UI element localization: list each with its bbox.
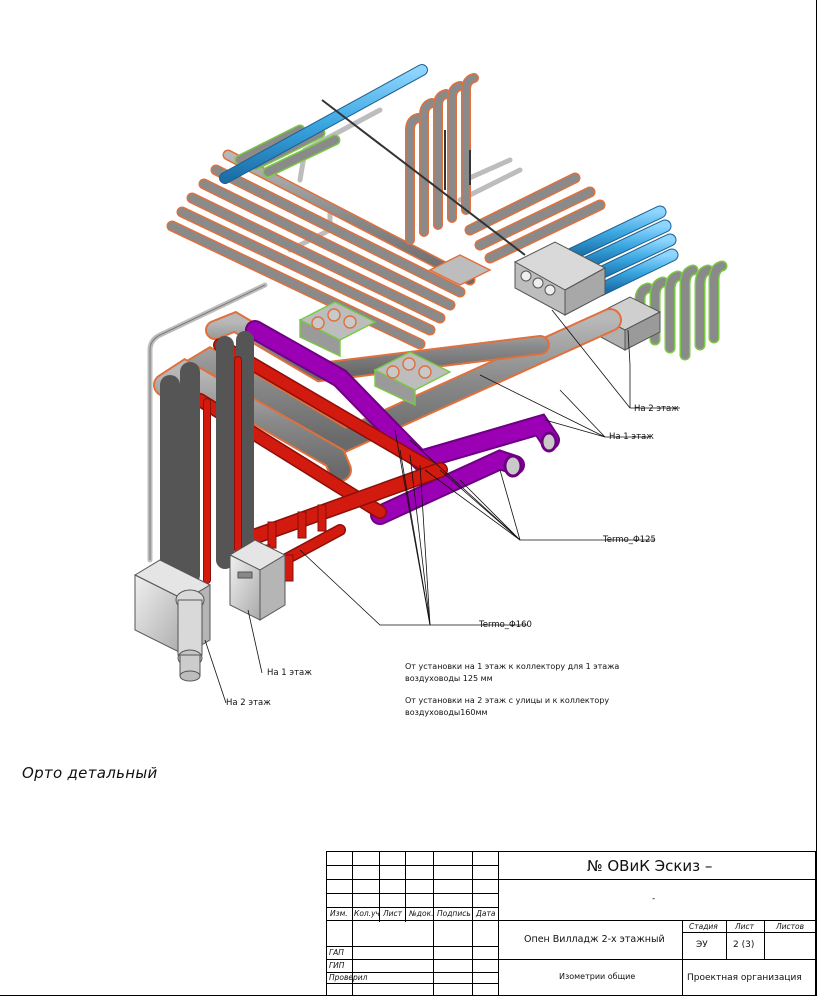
grid-line — [327, 983, 498, 984]
title-block: Изм. Кол.уч Лист №док. Подпись Дата ГАП … — [326, 851, 816, 996]
grid-line — [498, 920, 816, 921]
grid-line — [327, 865, 498, 866]
grid-line — [352, 852, 353, 995]
frame-right-border — [816, 0, 817, 996]
grid-line — [726, 920, 727, 959]
stage-value: ЭУ — [696, 940, 708, 950]
grid-line — [327, 959, 498, 960]
upper-duct-field — [166, 124, 476, 350]
label-na2-bottom: На 2 этаж — [226, 698, 271, 708]
sheet-value: 2 (3) — [733, 940, 755, 950]
doc-code: № ОВиК Эскиз – — [587, 857, 713, 875]
project-name: Опен Вилладж 2-х этажный — [524, 934, 665, 945]
header-koluch: Кол.уч — [354, 909, 380, 918]
grid-line — [327, 893, 498, 894]
vertical-risers — [160, 331, 254, 590]
isometric-ventilation-drawing — [133, 64, 728, 704]
sheets-label: Листов — [776, 922, 805, 931]
header-podpis: Подпись — [437, 909, 471, 918]
grid-line — [327, 920, 498, 921]
label-termo125: Termo_Φ125 — [603, 535, 656, 545]
grid-line — [472, 852, 473, 995]
label-na1-bottom: На 1 этаж — [267, 668, 312, 678]
ventilation-unit-upper — [228, 539, 287, 621]
note-line: От установки на 2 этаж с улицы и к колле… — [405, 696, 610, 705]
purple-duct-outlet — [540, 431, 558, 453]
doc-subtitle: - — [652, 894, 656, 904]
note-line: воздуховоды 125 мм — [405, 674, 493, 683]
right-vertical-duct-bank — [634, 260, 728, 361]
purple-duct-outlet — [503, 454, 523, 478]
note-ducts-125: От установки на 1 этаж к коллектору для … — [405, 661, 619, 685]
grid-line — [327, 907, 498, 908]
collector-boxes-center — [298, 254, 492, 407]
header-izm: Изм. — [330, 909, 348, 918]
view-title: Орто детальный — [22, 764, 158, 782]
ventilation-unit-lower — [133, 559, 212, 682]
label-termo160: Termo_Φ160 — [479, 620, 532, 630]
grid-line — [764, 920, 765, 959]
grid-line — [682, 920, 683, 995]
grid-line — [498, 852, 499, 995]
grid-line — [498, 879, 816, 880]
grid-line — [327, 879, 498, 880]
grid-line — [379, 852, 380, 922]
grid-line — [433, 852, 434, 995]
header-data: Дата — [476, 909, 496, 918]
header-ndok: №док. — [409, 909, 434, 918]
leader-lines — [204, 309, 631, 704]
blue-pipes — [219, 64, 679, 297]
grid-line — [682, 932, 816, 933]
role-gap: ГАП — [329, 948, 344, 957]
role-proveril: Проверил — [329, 973, 368, 982]
role-gip: ГИП — [329, 961, 345, 970]
stage-label: Стадия — [689, 922, 718, 931]
organization: Проектная организация — [687, 973, 802, 983]
note-line: От установки на 1 этаж к коллектору для … — [405, 662, 620, 671]
red-ducts — [193, 338, 448, 571]
thin-service-pipes-outline — [149, 284, 266, 560]
grid-line — [327, 972, 498, 973]
leader-underlines — [480, 407, 680, 626]
grid-line — [498, 959, 816, 960]
label-na2-top: На 2 этаж — [634, 404, 679, 414]
grid-line — [327, 946, 498, 947]
note-ducts-160: От установки на 2 этаж с улицы и к колле… — [405, 695, 609, 719]
top-vertical-ducts — [405, 73, 479, 245]
sheet-name: Изометрии общие — [559, 972, 636, 981]
grid-line — [405, 852, 406, 922]
collector-box-upper — [513, 241, 607, 316]
label-na1-top: На 1 этаж — [609, 432, 654, 442]
dark-thin-pipe — [321, 99, 526, 256]
note-line: воздуховоды160мм — [405, 708, 488, 717]
sheet-label: Лист — [735, 922, 755, 931]
right-upper-ducts — [464, 172, 606, 264]
header-list: Лист — [383, 909, 403, 918]
